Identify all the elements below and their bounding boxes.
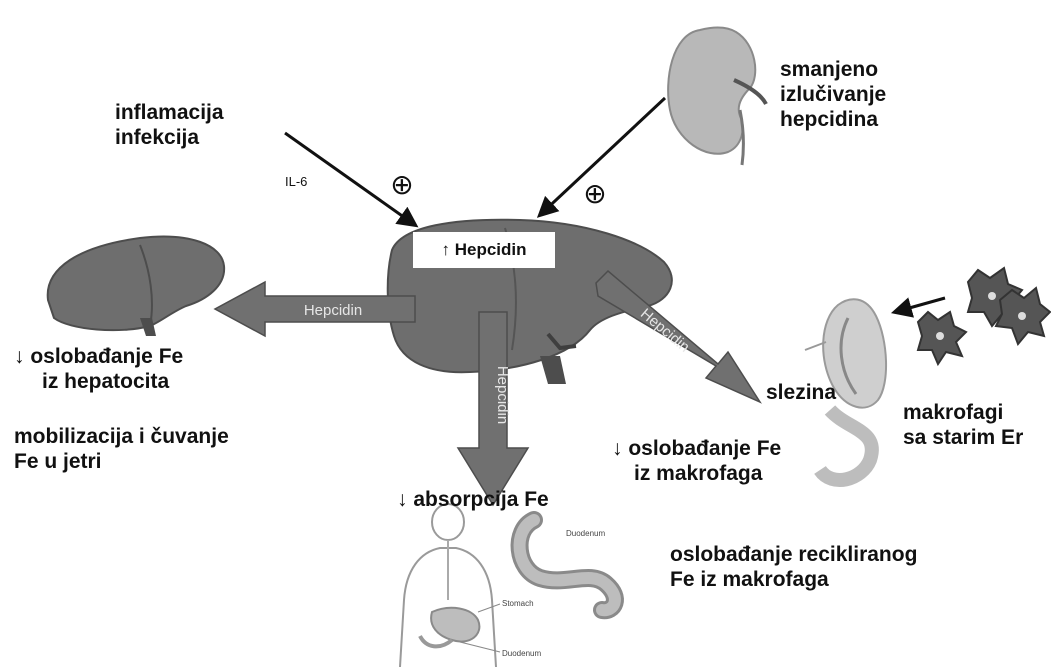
kidney-illustration xyxy=(668,28,766,165)
il6-label: IL-6 xyxy=(285,174,307,190)
macrophages-illustration xyxy=(918,268,1050,364)
liver-storage-label: mobilizacija i čuvanje Fe u jetri xyxy=(14,424,229,474)
liver-release-label: ↓ oslobađanje Fe iz hepatocita xyxy=(14,344,183,394)
recycled-iron-label: oslobađanje recikliranog Fe iz makrofaga xyxy=(670,542,917,592)
duodenum-label-top: Duodenum xyxy=(566,529,605,538)
hepcidin-down-arrow-label: Hepcidin xyxy=(494,366,511,424)
kidney-label: smanjeno izlučivanje hepcidina xyxy=(780,57,886,133)
stomach-label: Stomach xyxy=(502,599,534,608)
hepcidin-increase-label: ↑ Hepcidin xyxy=(413,232,555,268)
macrophage-release-label: ↓ oslobađanje Fe iz makrofaga xyxy=(612,436,781,486)
plus-sign-right: ⊕ xyxy=(583,177,606,210)
inflammation-label: inflamacija infekcija xyxy=(115,100,224,150)
absorption-label: ↓ absorpcija Fe xyxy=(397,487,549,512)
duodenum-label-bottom: Duodenum xyxy=(502,649,541,658)
left-liver-illustration xyxy=(48,237,224,336)
macrophage-arrow xyxy=(895,298,945,312)
hepcidin-right-arrow-label: Hepcidin xyxy=(637,305,693,356)
spleen-label: slezina xyxy=(766,380,836,405)
macrophages-label: makrofagi sa starim Er xyxy=(903,400,1023,450)
plus-sign-left: ⊕ xyxy=(390,168,413,201)
hepcidin-left-arrow-label: Hepcidin xyxy=(304,302,362,319)
